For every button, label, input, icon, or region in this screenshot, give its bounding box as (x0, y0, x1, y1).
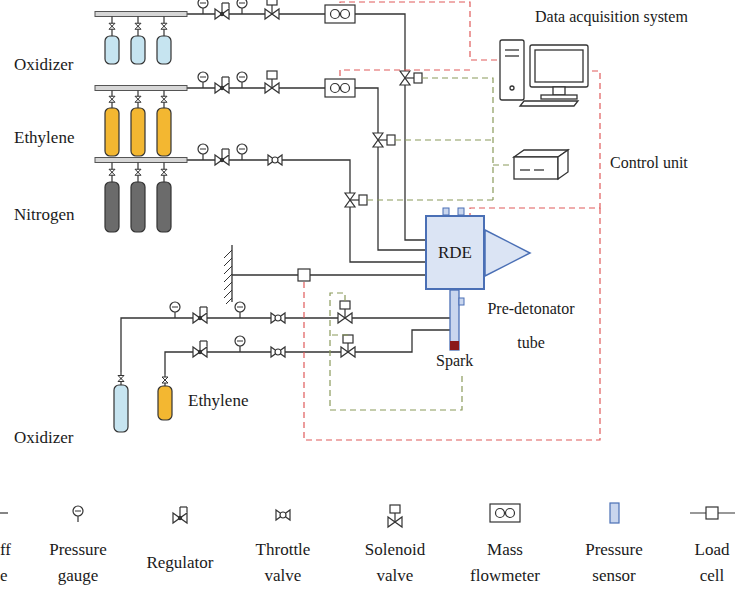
legend-text: Pressure gauge (38, 537, 118, 589)
gas-bottle (157, 36, 171, 64)
gas-bottle (157, 108, 171, 156)
node-text: Control unit (610, 154, 688, 172)
computer-node: Data acquisition system (497, 35, 592, 107)
legend-text: Throttle valve (243, 537, 323, 589)
manifold (95, 12, 187, 17)
gas-bottle (131, 36, 145, 64)
engine-box: RDE (425, 215, 485, 290)
legend-text: Load cell (688, 537, 736, 589)
part-label: Ethylene (188, 391, 248, 411)
legend-text: Regulator (130, 550, 230, 576)
gas-bottle (105, 36, 119, 64)
gas-bottle (131, 108, 145, 156)
gas-bottle (105, 108, 119, 156)
part-label: Oxidizer (14, 428, 73, 448)
node-text: RDE (427, 243, 483, 263)
pre-detonator-node: Pre-detonator tube (450, 290, 459, 350)
gas-bottle (131, 182, 145, 232)
gas-bottle (158, 386, 172, 420)
legend-text: ff e (0, 537, 18, 589)
control-unit-node: Control unit (512, 148, 568, 182)
part-label: Spark (436, 352, 473, 370)
part-label: Ethylene (14, 128, 74, 148)
legend-text: Mass flowmeter (460, 537, 550, 589)
gas-bottle (157, 182, 171, 232)
part-label: Oxidizer (14, 55, 73, 75)
node-text: Pre-detonator tube (476, 292, 586, 360)
gas-bottle (114, 385, 128, 432)
legend-text: Solenoid valve (355, 537, 435, 589)
legend-text: Pressure sensor (574, 537, 654, 589)
node-text: Data acquisition system (535, 8, 688, 26)
gas-bottle (105, 182, 119, 232)
signal-line (470, 71, 600, 215)
manifold (95, 158, 187, 163)
part-label: Nitrogen (14, 205, 74, 225)
manifold (95, 86, 187, 91)
